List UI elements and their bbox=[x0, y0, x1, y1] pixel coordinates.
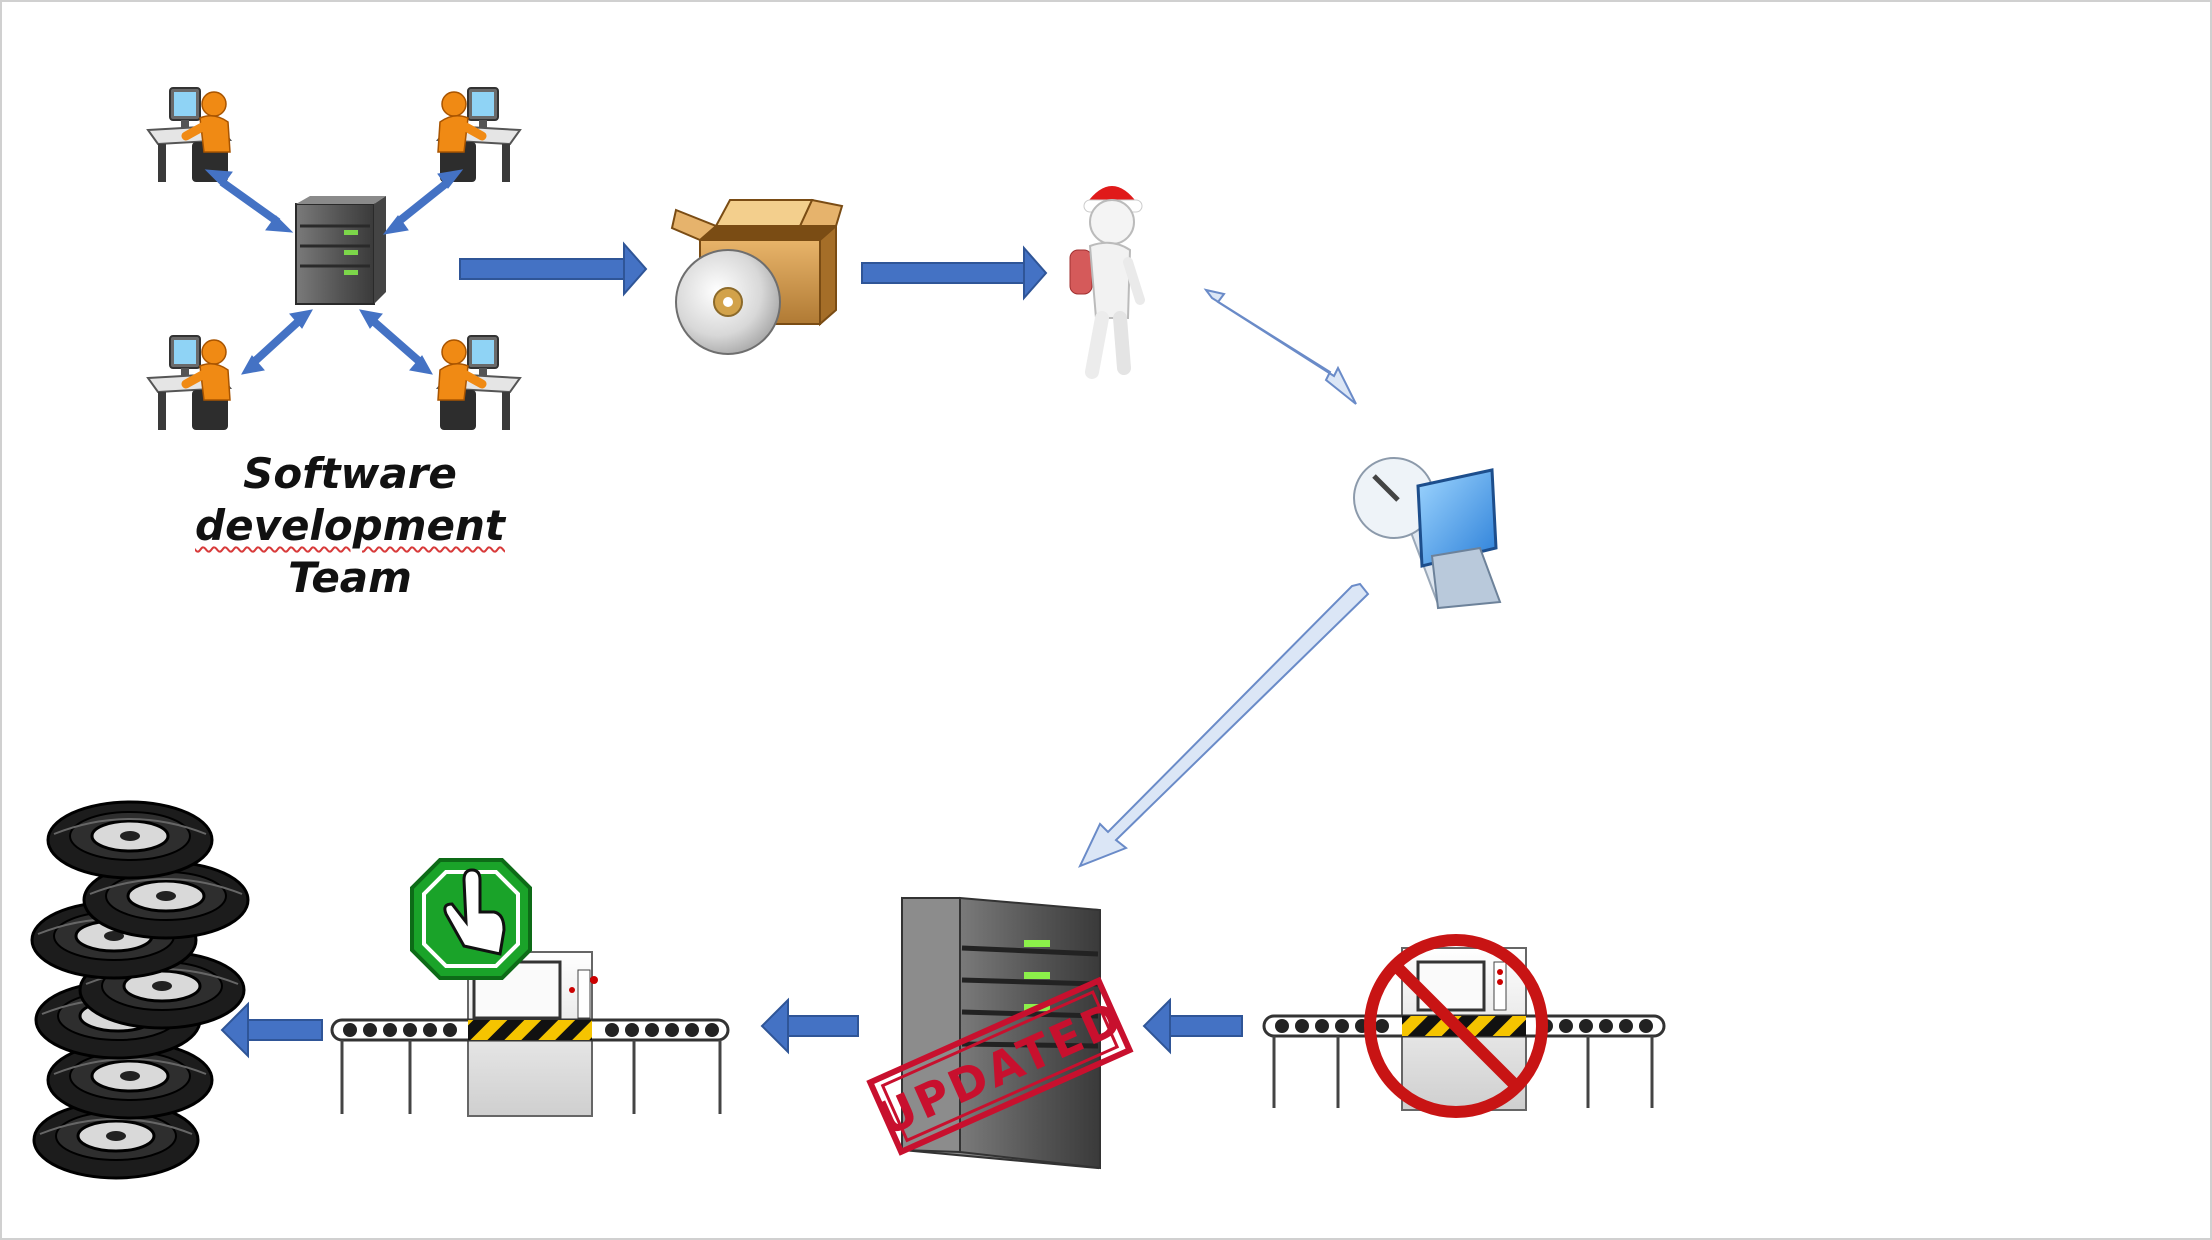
flow-arrow bbox=[861, 245, 1048, 301]
flow-arrow-outline bbox=[1203, 288, 1357, 405]
team-caption: Software development Team bbox=[100, 448, 600, 604]
developer-icon bbox=[438, 336, 520, 430]
computer-workstation-icon bbox=[1353, 457, 1502, 610]
flow-arrow bbox=[459, 241, 648, 297]
developer-icon bbox=[148, 336, 230, 430]
production-line-blocked-icon bbox=[1262, 934, 1666, 1118]
no-sign-icon bbox=[1364, 934, 1548, 1118]
caption-word-software: Software bbox=[243, 449, 457, 498]
developer-icon bbox=[148, 88, 230, 182]
updated-server-icon: UPDATED bbox=[866, 896, 1134, 1170]
caption-word-team: Team bbox=[288, 553, 412, 602]
go-sign-icon bbox=[410, 858, 532, 980]
flow-arrow bbox=[760, 997, 859, 1055]
developer-icon bbox=[438, 88, 520, 182]
flow-arrow bbox=[220, 1001, 323, 1059]
courier-person-icon bbox=[1069, 186, 1145, 379]
production-line-go-icon bbox=[330, 858, 730, 1117]
team-link-arrows bbox=[204, 169, 464, 375]
team-server-icon bbox=[295, 196, 386, 305]
flow-arrow bbox=[1142, 997, 1243, 1055]
flow-arrow-outline bbox=[1078, 582, 1370, 868]
caption-word-development: development bbox=[195, 501, 505, 550]
tire-stack-icon bbox=[30, 800, 250, 1180]
software-package-icon bbox=[670, 198, 844, 355]
